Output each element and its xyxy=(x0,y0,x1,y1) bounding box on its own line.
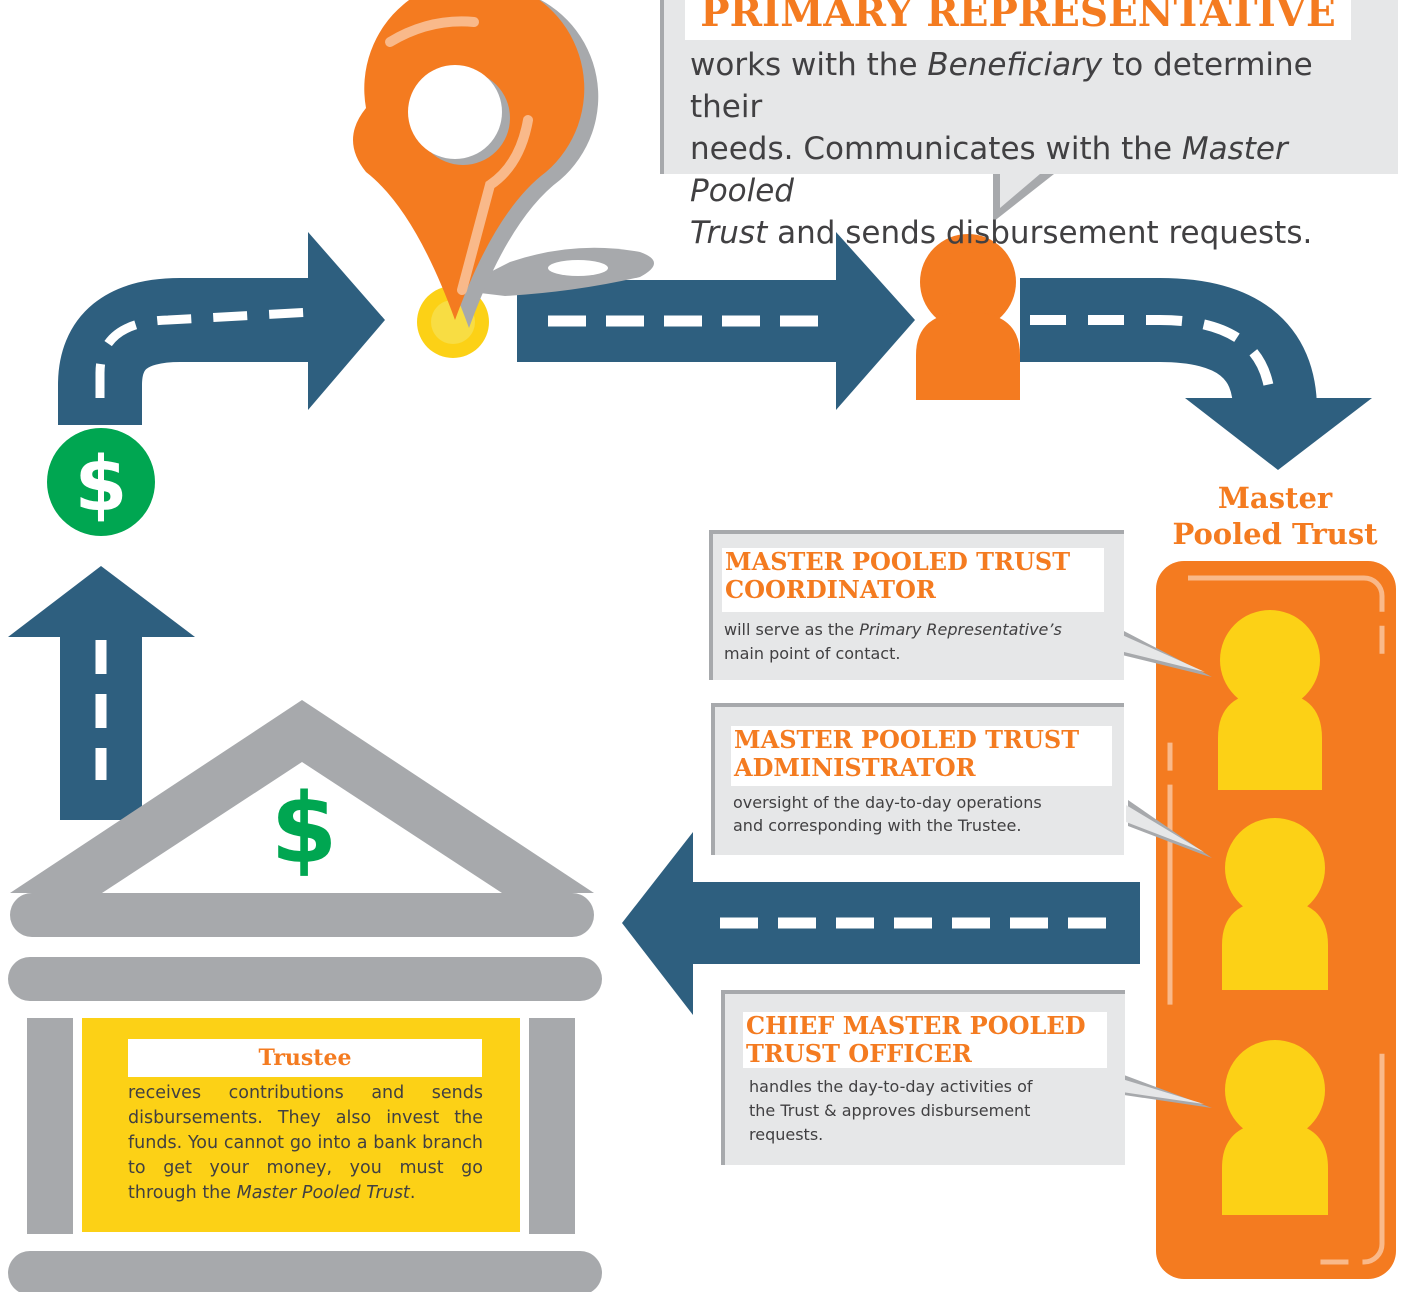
dollar-coin-icon: $ xyxy=(47,428,155,536)
road-curve-top-left xyxy=(57,232,385,425)
person-icon-administrator xyxy=(1222,818,1328,990)
person-icon-coordinator xyxy=(1218,610,1322,790)
primary-rep-title: PRIMARY REPRESENTATIVE xyxy=(685,0,1351,40)
trustee-text: receives contributions and sends disburs… xyxy=(128,1083,483,1203)
bank-building-icon: $ xyxy=(8,700,602,1292)
primary-rep-text: works with the Beneficiary to determine … xyxy=(690,47,1313,251)
callout-tail-administrator xyxy=(1128,800,1212,858)
bank-dollar-sign: $ xyxy=(271,773,338,885)
master-pooled-trust-title: Master Pooled Trust xyxy=(1172,481,1378,551)
road-straight-top xyxy=(517,232,915,410)
map-pin-icon xyxy=(353,0,654,358)
master-pooled-trust-container xyxy=(1156,561,1396,1279)
person-icon-chief-officer xyxy=(1222,1040,1328,1215)
coordinator-text: will serve as the Primary Representative… xyxy=(724,620,1062,663)
person-icon-primary-rep xyxy=(916,234,1020,400)
road-curve-top-right xyxy=(1020,278,1372,470)
administrator-text: oversight of the day-to-day operations a… xyxy=(733,793,1042,835)
road-bottom xyxy=(622,832,1140,1015)
chief-officer-text: handles the day-to-day activities of the… xyxy=(749,1077,1033,1144)
road-vertical-left xyxy=(8,566,195,820)
trustee-title: Trustee xyxy=(128,1039,482,1077)
dollar-sign-coin: $ xyxy=(75,439,128,528)
